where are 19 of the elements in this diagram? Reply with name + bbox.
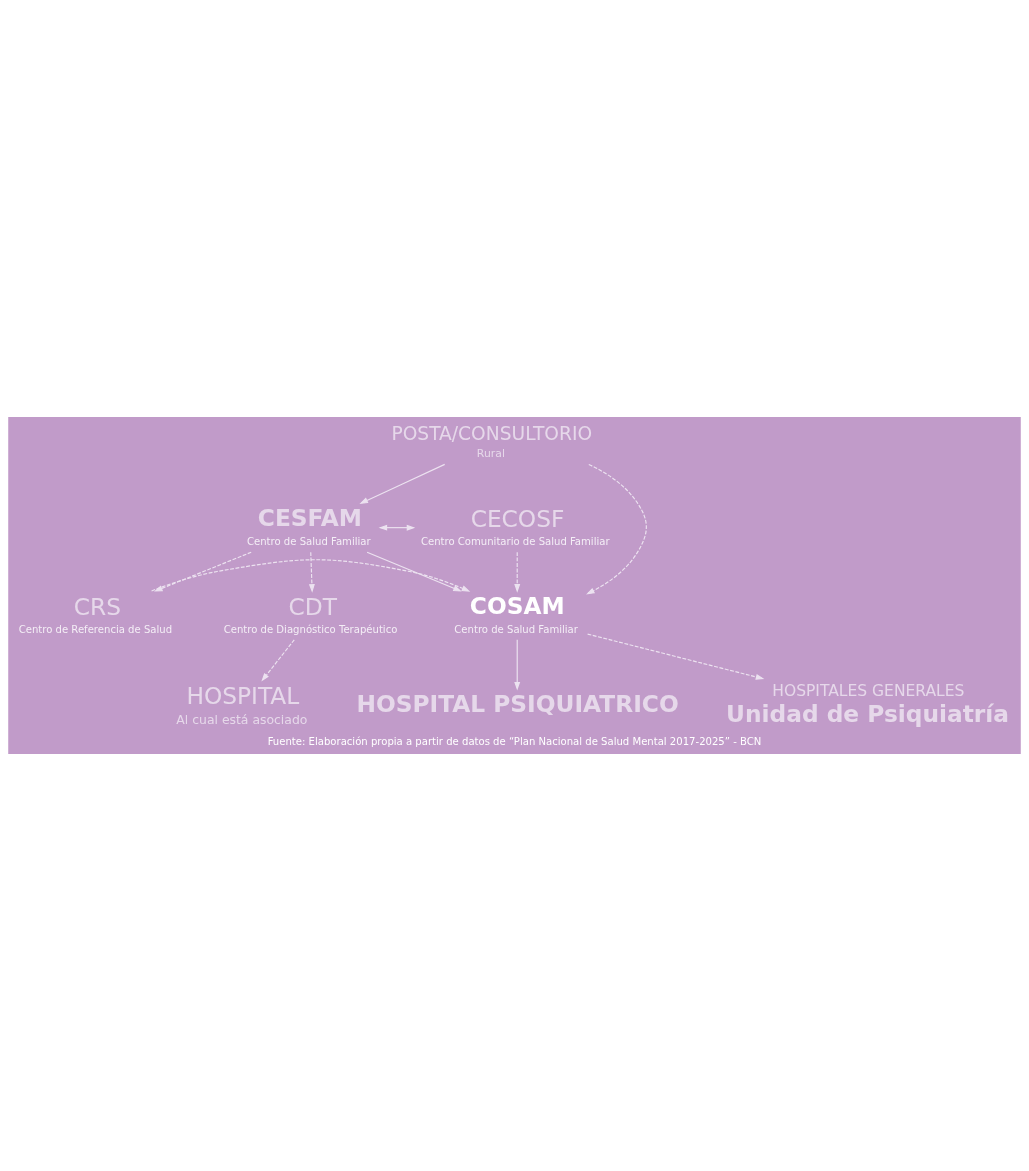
node-text: HOSPITALES GENERALES Unidad de Psiquiatría [726,682,1009,727]
node-text: HOSPITAL PSIQUIATRICO [356,689,679,717]
arrow [359,463,446,504]
node-text: HOSPITAL Al cual está asociado [176,681,308,727]
node-text: CRS Centro de Referencia de Salud [18,592,173,635]
arrow [586,463,647,595]
caption: Fuente: Elaboración propia a partir de datos de “Plan Nacional de Salud Mental 2017-2025” - BCN [267,735,762,747]
arrow [308,551,315,593]
node-text: CESFAM Centro de Salud Familiar [247,504,371,548]
arrow [261,639,295,682]
arrow [514,639,521,691]
arrow [587,633,765,680]
arrow [366,551,462,592]
node-text: COSAM Centro de Salud Familiar [454,591,578,635]
arrow [514,551,521,593]
arrow [378,524,416,531]
node-text: POSTA/CONSULTORIO Rural [391,423,593,461]
node-text: CDT Centro de Diagnóstico Terapéutico [223,592,398,635]
node-text: CECOSF Centro Comunitario de Salud Familiar [420,504,610,548]
